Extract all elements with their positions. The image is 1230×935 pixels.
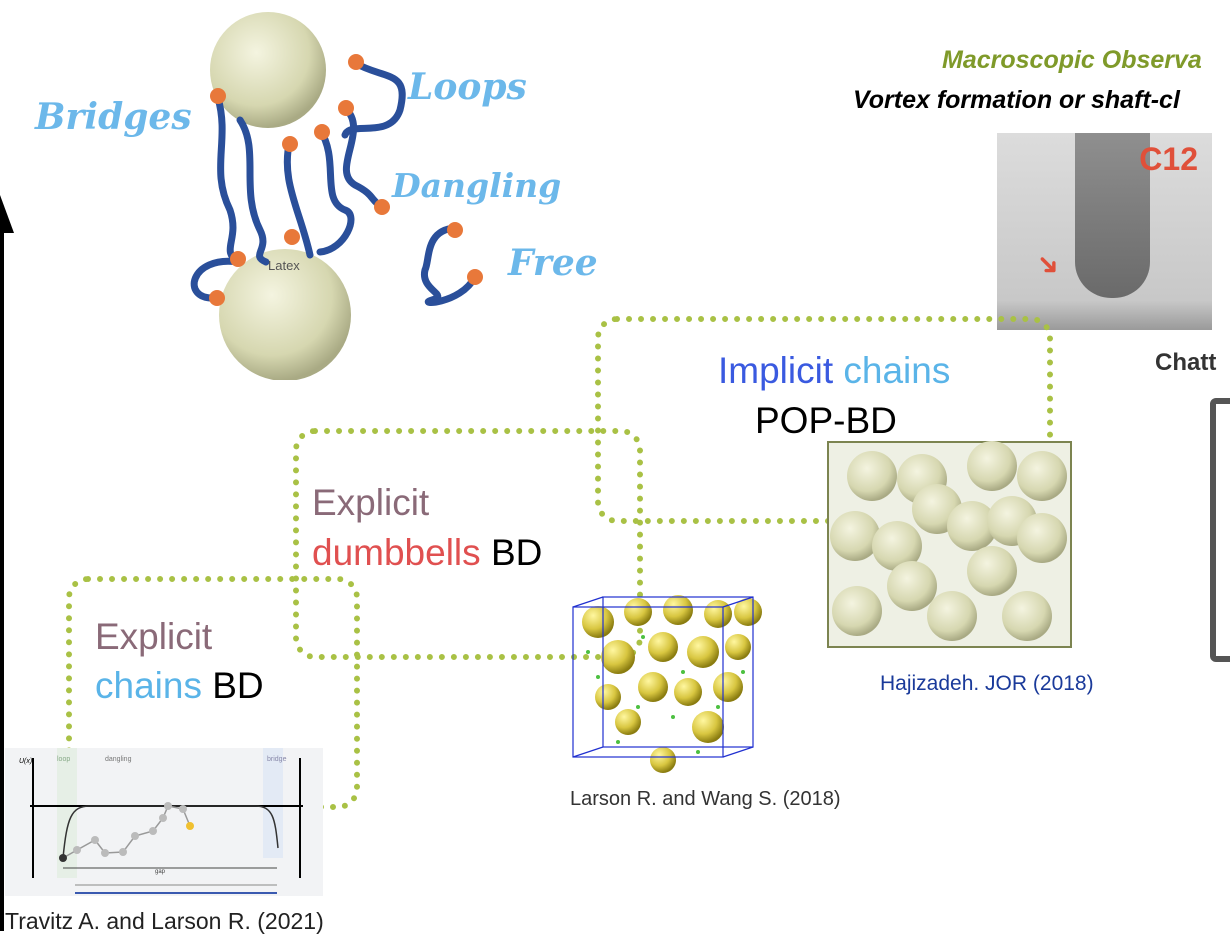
- photo-label: C12: [1139, 141, 1198, 177]
- dangling-label: Dangling: [392, 166, 562, 205]
- macroscopic-title: Macroscopic Observa: [942, 46, 1202, 74]
- level1-line2: chains BD: [95, 665, 264, 707]
- level3-word3: POP-BD: [755, 400, 897, 441]
- dumbbell-simulation-image: [572, 595, 762, 773]
- larson-citation: Larson R. and Wang S. (2018): [570, 788, 841, 810]
- level2-word2: dumbbells: [312, 532, 481, 573]
- implicit-chains-box: [595, 316, 1053, 524]
- level2-line2: dumbbells BD: [312, 532, 542, 574]
- level2-word3: BD: [490, 532, 543, 573]
- loops-label: Loops: [408, 66, 527, 108]
- polymer-latex-diagram: [190, 12, 483, 380]
- level1-word2: chains: [95, 665, 202, 706]
- explicit-dumbbells-box: [293, 428, 643, 660]
- level2-word1: Explicit: [312, 482, 430, 523]
- potential-graph: U(x) loop dangling bridge gap: [5, 748, 323, 896]
- arrow-icon: ➜: [1029, 245, 1068, 284]
- level1-word1: Explicit: [95, 616, 213, 657]
- hajizadeh-citation: Hajizadeh. JOR (2018): [880, 672, 1094, 695]
- graph-y-label: U(x): [19, 758, 33, 765]
- axis-arrow: [0, 195, 14, 931]
- graph-gap-label: gap: [155, 869, 166, 875]
- vortex-photo: C12 ➜: [997, 133, 1212, 330]
- latex-label: Latex: [268, 258, 300, 273]
- graph-bridge-label: bridge: [267, 756, 287, 763]
- free-label: Free: [508, 242, 598, 284]
- level3-word1: Implicit: [718, 350, 834, 391]
- chatter-label: Chatt: [1155, 349, 1217, 376]
- graph-loop-label: loop: [57, 756, 71, 763]
- level3-word2: chains: [843, 350, 951, 391]
- travitz-citation: Travitz A. and Larson R. (2021): [5, 908, 324, 934]
- implicit-particles-image: [827, 441, 1072, 648]
- bridges-label: Bridges: [35, 96, 192, 138]
- graph-dangling-label: dangling: [105, 756, 132, 763]
- level1-word3: BD: [212, 665, 264, 706]
- macroscopic-subtitle: Vortex formation or shaft-cl: [853, 86, 1180, 114]
- chatter-frame: [1210, 398, 1230, 662]
- level3-line1: Implicit chains: [718, 350, 950, 392]
